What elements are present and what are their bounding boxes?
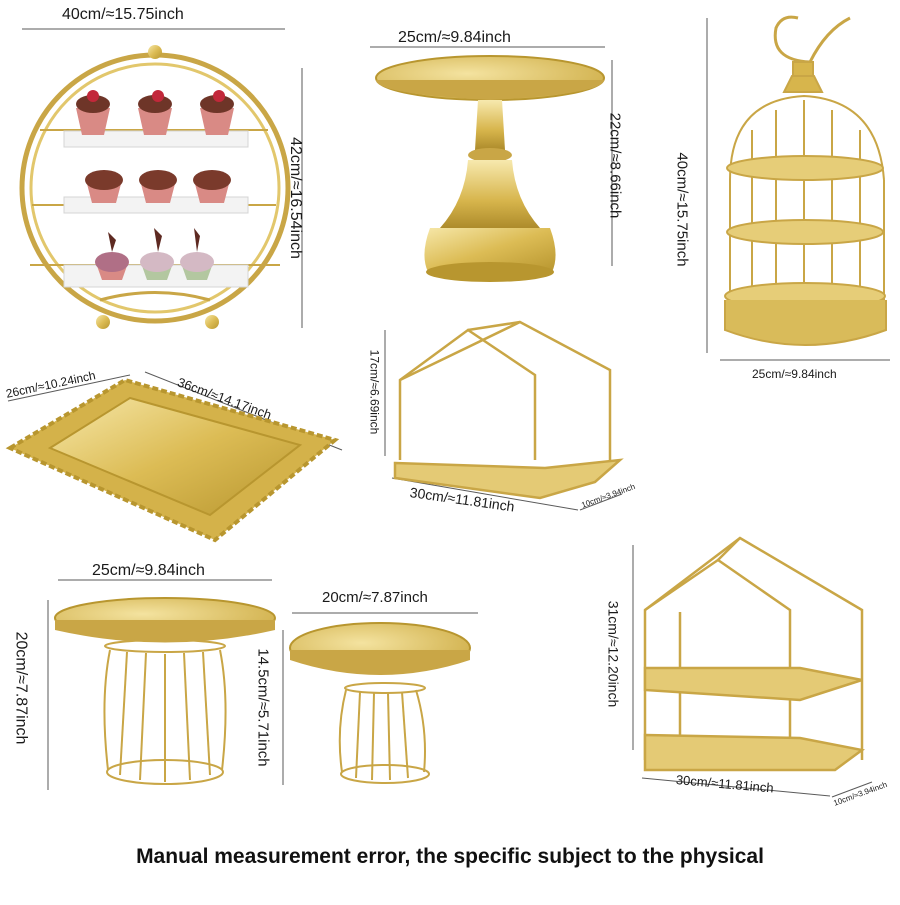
dimension-lines bbox=[7, 18, 890, 798]
round-tier-stand bbox=[19, 45, 291, 329]
cage-table-small bbox=[289, 622, 471, 784]
house-shelf-tall bbox=[643, 536, 866, 772]
pedestal-width-label: 25cm/≈9.84inch bbox=[398, 29, 511, 46]
pedestal-height-label: 22cm/≈8.66inch bbox=[606, 112, 624, 219]
birdcage-stand bbox=[724, 15, 887, 346]
house-shelf-small bbox=[393, 320, 624, 500]
round-tier-width-label: 40cm/≈15.75inch bbox=[62, 6, 184, 23]
cage-large-height-label: 20cm/≈7.87inch bbox=[12, 631, 30, 745]
pedestal-cake-stand bbox=[375, 55, 605, 282]
birdcage-width-label: 25cm/≈9.84inch bbox=[752, 367, 837, 381]
cage-small-width-label: 20cm/≈7.87inch bbox=[322, 589, 428, 606]
disclaimer-caption: Manual measurement error, the specific s… bbox=[136, 845, 764, 868]
house-small-height-label: 17cm/≈6.69inch bbox=[367, 349, 382, 435]
cage-table-large bbox=[54, 597, 276, 785]
round-tier-height-label: 42cm/≈16.54inch bbox=[286, 137, 304, 259]
house-tall-height-label: 31cm/≈12.20inch bbox=[605, 600, 622, 708]
lace-tray bbox=[5, 377, 340, 543]
cage-large-width-label: 25cm/≈9.84inch bbox=[92, 562, 205, 579]
cage-small-height-label: 14.5cm/≈5.71inch bbox=[254, 648, 272, 767]
birdcage-height-label: 40cm/≈15.75inch bbox=[673, 152, 691, 267]
